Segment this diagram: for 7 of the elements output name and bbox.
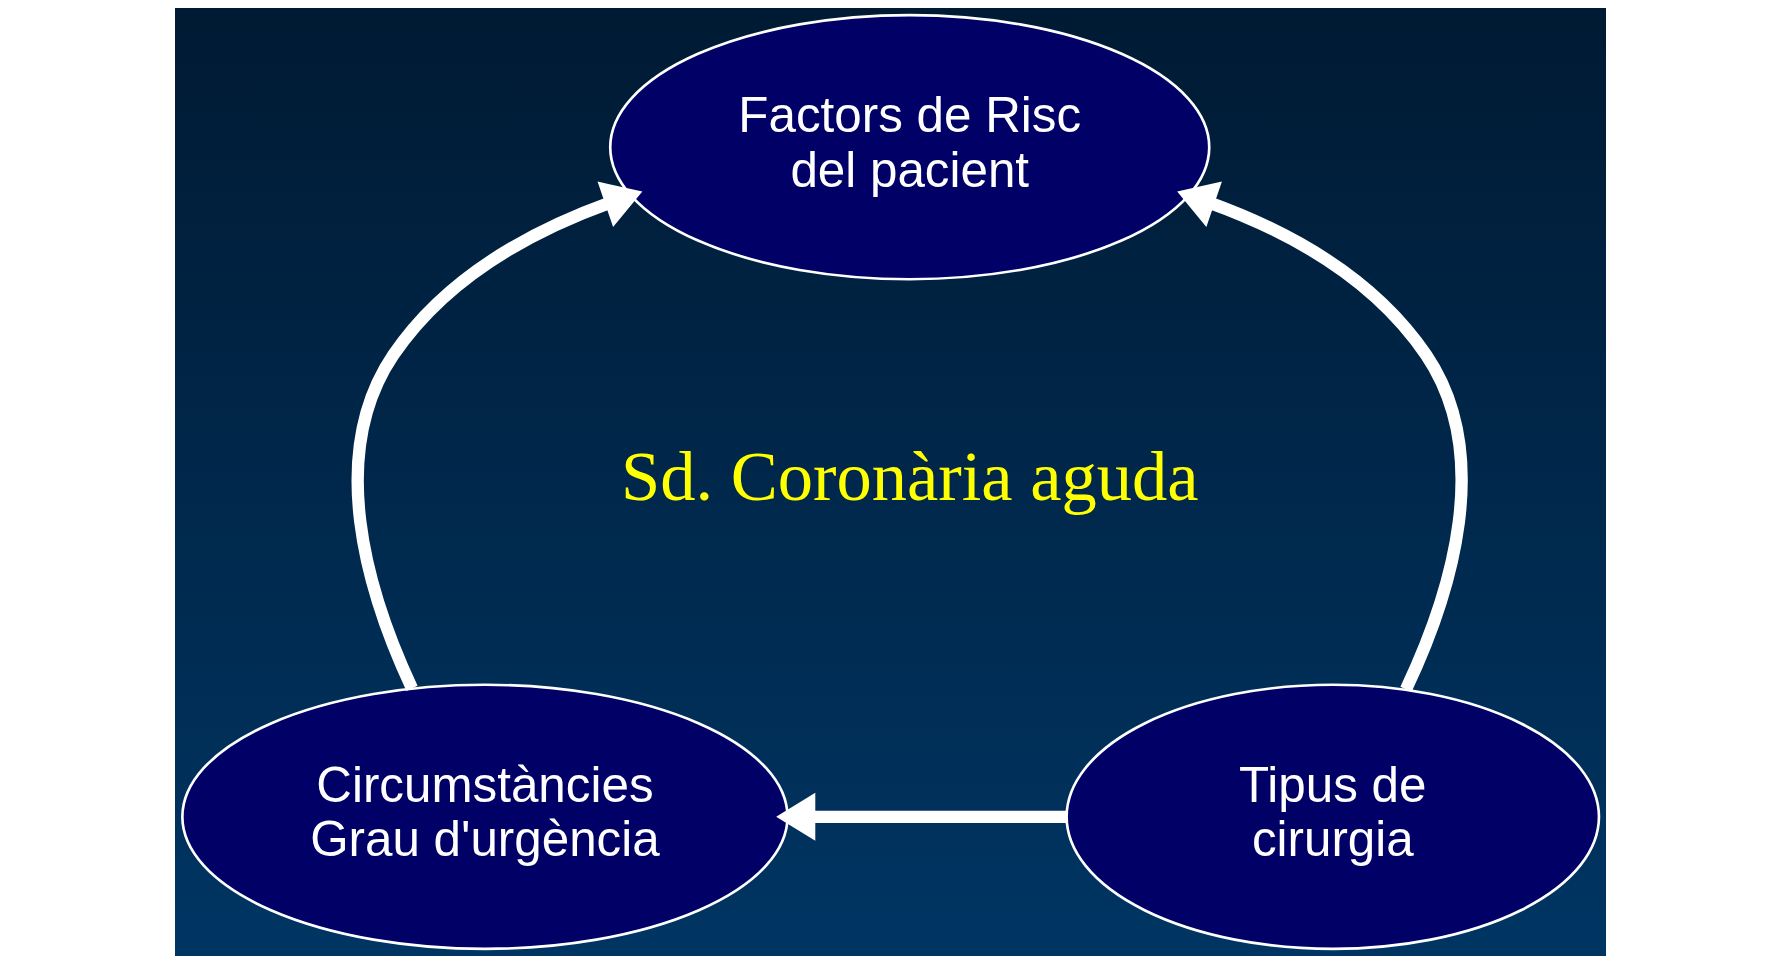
- node-ellipse: Factors de Risc del pacient: [608, 13, 1211, 281]
- arrow: [776, 792, 1067, 841]
- label: Sd. Coronària aguda: [620, 436, 1199, 515]
- arrow: [1177, 181, 1468, 692]
- node-ellipse: Tipus de cirurgia: [1065, 683, 1601, 951]
- arrow: [351, 181, 643, 691]
- node-ellipse: Circumstàncies Grau d'urgència: [181, 683, 789, 951]
